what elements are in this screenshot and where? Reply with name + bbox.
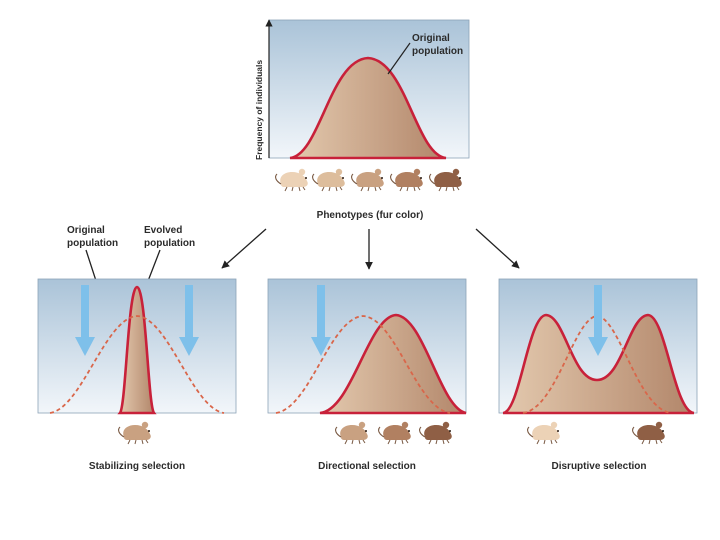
directional-evolved-curve [319, 313, 467, 415]
mouse-icon [429, 168, 463, 192]
mouse-icon [312, 168, 346, 192]
mouse-icon [351, 168, 385, 192]
top-mice-row [275, 168, 463, 192]
legend-original-2: population [67, 238, 118, 249]
selection-arrow-icon [588, 285, 608, 356]
stabilizing-original-curve [49, 315, 225, 414]
legend-evolved-2: population [144, 238, 195, 249]
stabilizing-caption: Stabilizing selection [89, 461, 185, 472]
mouse-icon [632, 421, 666, 445]
top-original-curve [289, 56, 447, 160]
directional-caption: Directional selection [318, 461, 416, 472]
arrow-to-disruptive [475, 228, 520, 269]
disruptive-caption: Disruptive selection [551, 461, 646, 472]
legend-original-1: Original [67, 225, 105, 236]
top-curve-label-2: population [412, 46, 463, 57]
x-axis-label: Phenotypes (fur color) [317, 210, 424, 221]
top-curve-pointer [387, 42, 411, 75]
directional-panel: Directional selection [267, 278, 467, 472]
mouse-icon [527, 421, 561, 445]
mouse-icon [419, 421, 453, 445]
selection-arrow-icon [311, 285, 331, 356]
directional-original-curve [275, 315, 451, 414]
mouse-icon [335, 421, 369, 445]
mouse-icon [390, 168, 424, 192]
mouse-icon [275, 168, 309, 192]
disruptive-original-curve [522, 315, 672, 414]
stabilizing-panel: Stabilizing selection [37, 278, 237, 472]
mouse-icon [118, 421, 152, 445]
mouse-icon [378, 421, 412, 445]
top-curve-label-1: Original [412, 33, 450, 44]
stabilizing-evolved-curve [117, 285, 157, 415]
legend-evolved-1: Evolved [144, 225, 182, 236]
arrow-to-stabilizing [221, 228, 267, 269]
top-graph: Frequency of individuals Original popula… [254, 19, 470, 160]
selection-arrow-icon [179, 285, 199, 356]
selection-arrow-icon [75, 285, 95, 356]
y-axis-label: Frequency of individuals [254, 60, 264, 160]
disruptive-panel: Disruptive selection [498, 278, 698, 472]
